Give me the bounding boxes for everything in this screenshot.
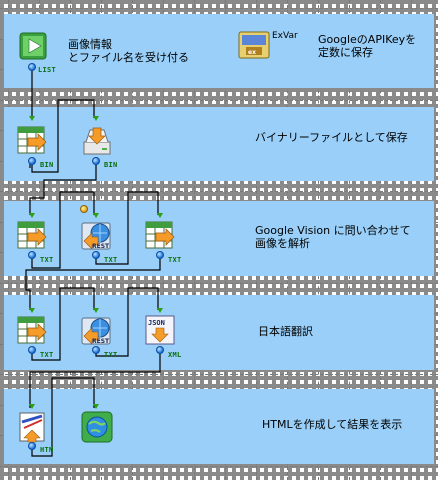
svg-text:REST: REST xyxy=(92,243,110,250)
input-port-arrow xyxy=(93,213,99,218)
input-port-arrow xyxy=(29,308,35,313)
output-tag: TXT xyxy=(168,256,182,264)
exvar-icon[interactable]: ex xyxy=(238,31,270,59)
output-tag: TXT xyxy=(104,256,118,264)
output-tag: HTM xyxy=(40,446,54,454)
grid-line-h xyxy=(0,8,438,9)
exvar-label: ExVar xyxy=(272,31,298,41)
output-tag: TXT xyxy=(40,351,54,359)
svg-text:JSON: JSON xyxy=(148,319,165,327)
auth-port-dot[interactable] xyxy=(80,205,88,213)
output-tag: LIST xyxy=(38,66,57,74)
output-tag: TXT xyxy=(104,351,118,359)
output-port-dot[interactable] xyxy=(28,63,36,71)
output-port-dot[interactable] xyxy=(92,157,100,165)
output-port-dot[interactable] xyxy=(156,251,164,259)
input-port-arrow xyxy=(29,404,35,409)
grid-line-h xyxy=(0,374,438,375)
globe-browser-icon[interactable] xyxy=(80,410,114,444)
table-convert-icon[interactable] xyxy=(144,219,178,253)
output-port-dot[interactable] xyxy=(92,346,100,354)
disk-save-icon[interactable] xyxy=(80,124,114,158)
table-convert-icon[interactable] xyxy=(16,124,50,158)
input-port-arrow xyxy=(29,213,35,218)
output-tag: TXT xyxy=(40,256,54,264)
table-convert-icon[interactable] xyxy=(16,314,50,348)
output-port-dot[interactable] xyxy=(28,251,36,259)
row-label-apikey: GoogleのAPIKeyを 定数に保存 xyxy=(318,33,417,59)
row-label-receive: 画像情報 とファイル名を受け付る xyxy=(68,38,189,64)
row-band-receive xyxy=(4,14,434,88)
svg-text:ex: ex xyxy=(248,49,256,56)
input-port-arrow xyxy=(93,116,99,121)
input-port-arrow xyxy=(157,308,163,313)
rest-globe-icon[interactable]: REST xyxy=(80,314,114,348)
input-port-arrow xyxy=(93,404,99,409)
output-port-dot[interactable] xyxy=(92,251,100,259)
row-label-save-binary: バイナリーファイルとして保存 xyxy=(255,131,408,144)
grid-line-h xyxy=(0,191,438,192)
row-label-translate: 日本語翻訳 xyxy=(258,325,313,338)
output-port-dot[interactable] xyxy=(28,442,36,450)
output-tag: XML xyxy=(168,351,182,359)
grid-line-h xyxy=(0,283,438,284)
input-port-arrow xyxy=(93,308,99,313)
output-port-dot[interactable] xyxy=(28,157,36,165)
input-port-arrow xyxy=(29,116,35,121)
output-tag: BIN xyxy=(104,161,118,169)
photo-list-icon[interactable] xyxy=(17,30,51,64)
row-label-html: HTMLを作成して結果を表示 xyxy=(262,418,403,431)
output-port-dot[interactable] xyxy=(156,346,164,354)
svg-text:REST: REST xyxy=(92,338,110,345)
table-convert-icon[interactable] xyxy=(16,219,50,253)
row-band-translate xyxy=(4,295,434,370)
output-tag: BIN xyxy=(40,161,54,169)
grid-line-h xyxy=(0,100,438,101)
output-port-dot[interactable] xyxy=(28,346,36,354)
row-band-save-binary xyxy=(4,107,434,181)
json-to-xml-icon[interactable]: JSON xyxy=(144,314,178,348)
input-port-arrow xyxy=(157,213,163,218)
grid-line-h xyxy=(0,466,438,467)
row-label-vision: Google Vision に問い合わせて 画像を解析 xyxy=(255,224,411,250)
rest-globe-icon[interactable]: REST xyxy=(80,219,114,253)
html-write-icon[interactable] xyxy=(16,410,50,444)
